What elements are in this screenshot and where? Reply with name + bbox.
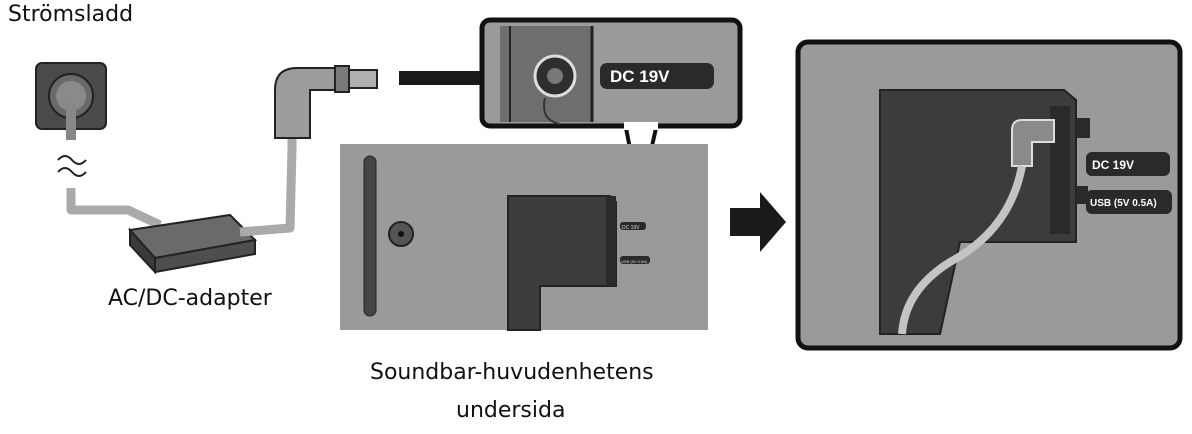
power-cord-label: Strömsladd bbox=[8, 2, 134, 27]
soundbar-bottom-label-line1: Soundbar-huvudenhetens bbox=[370, 360, 654, 385]
dc-plug-icon bbox=[274, 65, 378, 139]
connected-detail-panel: DC 19V USB (5V 0.5A) bbox=[795, 39, 1183, 351]
small-usb-label: USB (5V 0.5A) bbox=[621, 259, 648, 264]
wall-outlet-icon bbox=[35, 62, 107, 130]
detail-usb-label: USB (5V 0.5A) bbox=[1090, 198, 1157, 209]
port-zoom-callout: DC 19V bbox=[479, 17, 743, 201]
detail-dc-label: DC 19V bbox=[1092, 158, 1134, 172]
zoom-dc-label: DC 19V bbox=[610, 67, 670, 86]
arrow-right-large-icon bbox=[730, 192, 786, 252]
soundbar-bottom-label-line2: undersida bbox=[456, 398, 566, 423]
soundbar-underside: DC 19V USB (5V 0.5A) bbox=[340, 144, 708, 331]
small-dc-label: DC 19V bbox=[622, 225, 640, 231]
ac-dc-adapter-icon bbox=[128, 213, 258, 275]
adapter-label: AC/DC-adapter bbox=[108, 286, 272, 311]
power-cord bbox=[57, 100, 162, 230]
